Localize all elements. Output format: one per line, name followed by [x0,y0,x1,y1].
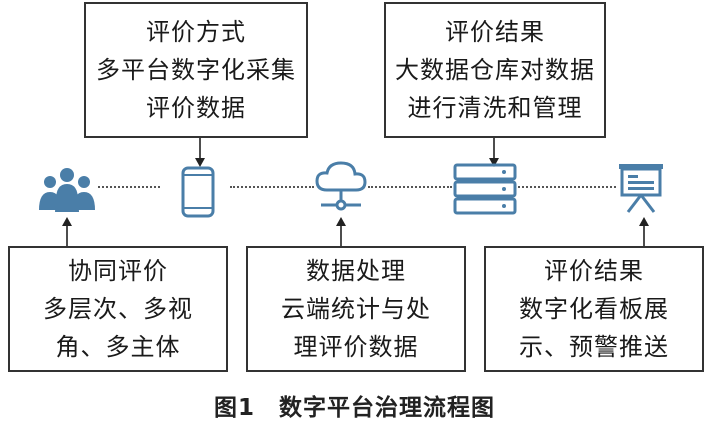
dotted-connector [98,186,160,188]
dotted-connector [518,186,616,188]
server-database-icon [453,163,517,215]
box-line: 示、预警推送 [519,333,669,361]
arrow-down-to-server [489,138,499,167]
box-line: 进行清洗和管理 [407,94,583,122]
figure-number: 图1 [213,395,255,421]
top-box-evaluation-result-warehouse: 评价结果 大数据仓库对数据 进行清洗和管理 [384,2,606,138]
box-line: 数据处理 [306,257,406,285]
dotted-connector [230,186,314,188]
cloud-network-icon [315,161,367,211]
arrow-up-to-board [639,217,649,246]
box-line: 理评价数据 [293,333,419,361]
box-line: 数字化看板展 [519,295,669,323]
box-line: 协同评价 [68,257,168,285]
top-box-evaluation-method: 评价方式 多平台数字化采集 评价数据 [84,2,308,138]
bottom-box-data-processing: 数据处理 云端统计与处 理评价数据 [246,246,466,372]
box-line: 评价结果 [544,257,644,285]
box-line: 多平台数字化采集 [96,56,296,84]
arrow-up-to-cloud [336,217,346,246]
arrow-down-to-phone [195,138,205,167]
box-line: 角、多主体 [55,333,181,361]
figure-caption: 图1 数字平台治理流程图 [0,388,709,422]
dotted-connector [368,186,452,188]
figure-title: 数字平台治理流程图 [279,395,495,421]
box-line: 评价结果 [445,18,545,46]
smartphone-icon [181,166,215,218]
box-line: 云端统计与处 [281,295,431,323]
box-line: 多层次、多视 [43,295,193,323]
arrow-up-to-people [62,217,72,246]
presentation-board-icon [619,164,663,213]
box-line: 评价数据 [146,94,246,122]
box-line: 大数据仓库对数据 [395,56,595,84]
bottom-box-evaluation-result-dashboard: 评价结果 数字化看板展 示、预警推送 [484,246,704,372]
people-group-icon [39,168,95,212]
bottom-box-collaborative-evaluation: 协同评价 多层次、多视 角、多主体 [8,246,228,372]
box-line: 评价方式 [146,18,246,46]
